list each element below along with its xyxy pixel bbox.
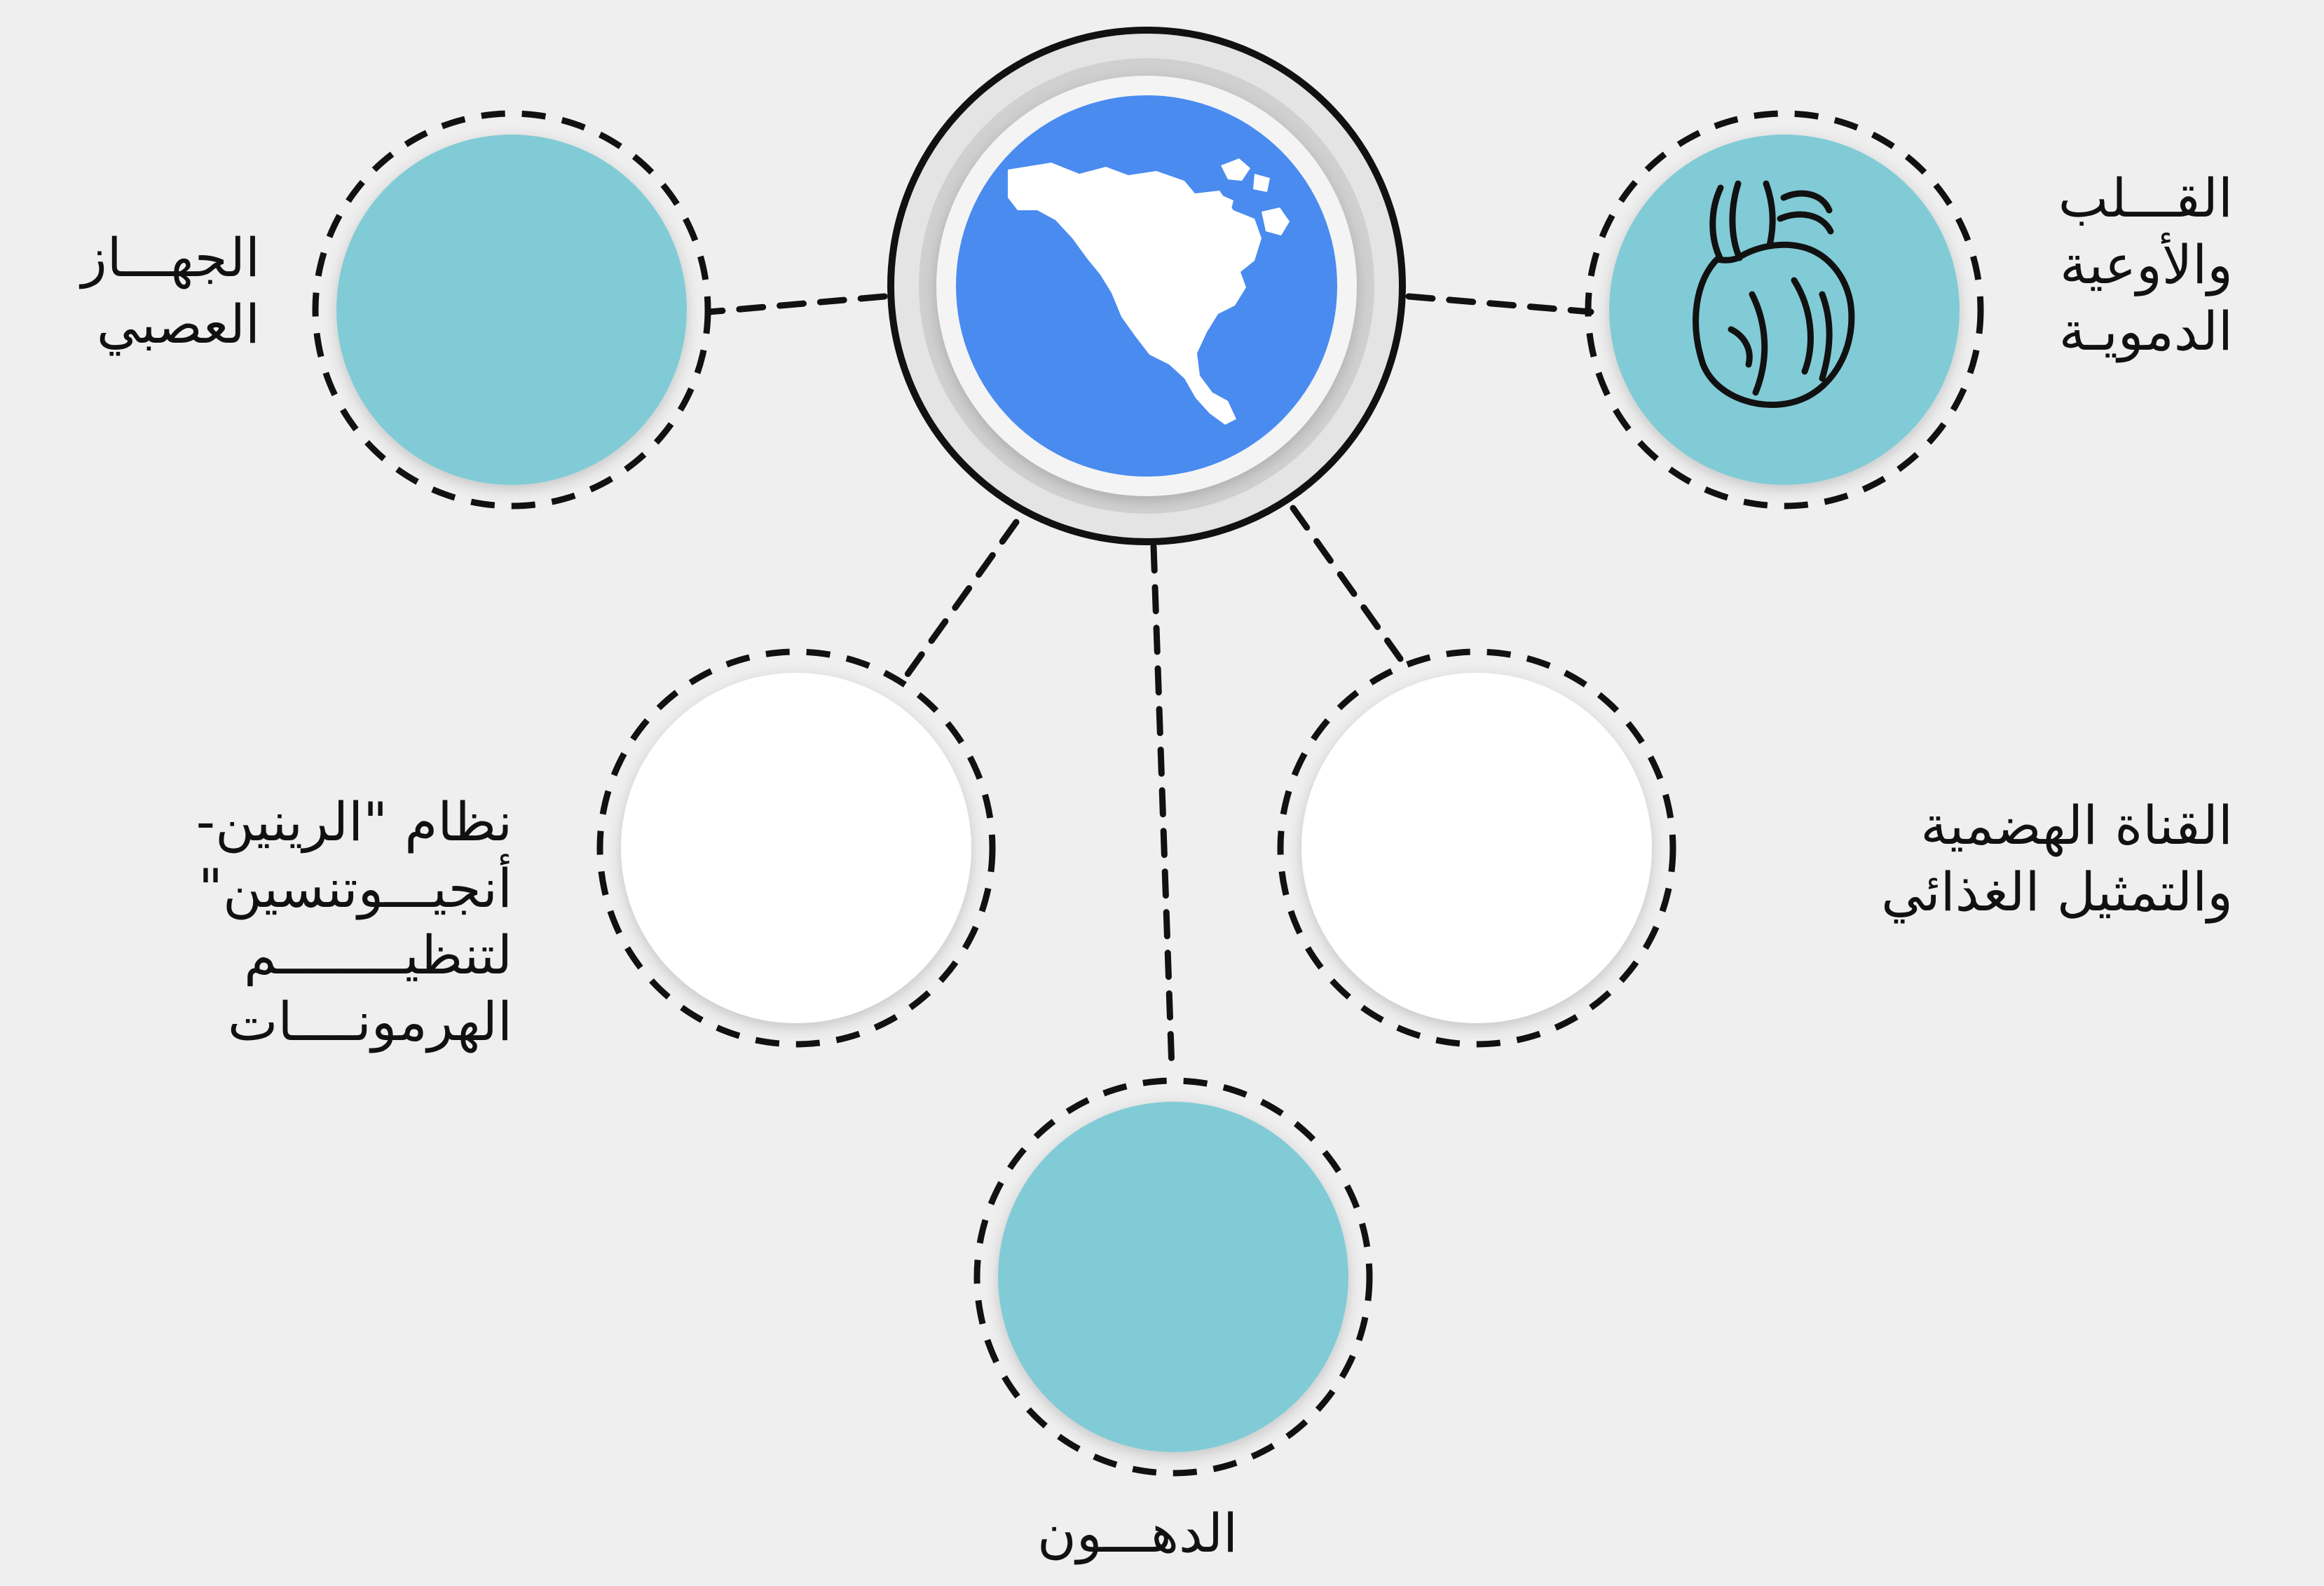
- label-raas: نظام "الرينين- أنجيـــوتنسين" لتنظيـــــ…: [196, 788, 512, 1055]
- label-line: الدهـــون: [1037, 1502, 1238, 1564]
- connector-digestive: [1290, 505, 1404, 662]
- node-heart: [1585, 110, 1984, 510]
- node-raas: [596, 648, 996, 1048]
- label-line: نظام "الرينين-: [196, 791, 512, 853]
- north-america-map-icon: [1008, 158, 1290, 425]
- node-lipids: [973, 1077, 1373, 1477]
- label-line: الهرمونــــات: [227, 990, 512, 1053]
- connector-nervous: [706, 293, 888, 315]
- label-digestive: القناة الهضمية والتمثيل الغذائي: [1881, 792, 2233, 925]
- connector-raas: [904, 519, 1020, 678]
- label-line: أنجيـــوتنسين": [198, 857, 512, 920]
- connector-lipids: [1150, 543, 1175, 1072]
- center-node: [887, 27, 1406, 545]
- node-nervous: [312, 110, 711, 510]
- label-line: القـــلب: [2058, 167, 2233, 229]
- label-line: العصبي: [96, 293, 260, 355]
- connectors: [706, 293, 1594, 1072]
- label-lipids: الدهـــون: [1037, 1500, 1238, 1566]
- node-digestive: [1277, 648, 1676, 1048]
- heart-anatomy-icon: [1693, 180, 1855, 409]
- label-heart-vessels: القـــلب والأوعية الدمويـة: [2058, 165, 2233, 364]
- connector-heart: [1405, 293, 1594, 315]
- label-line: الجهـــاز: [81, 226, 260, 289]
- label-line: الدمويـة: [2058, 300, 2233, 362]
- label-line: والأوعية: [2060, 233, 2233, 296]
- label-line: القناة الهضمية: [1920, 794, 2233, 856]
- label-line: والتمثيل الغذائي: [1881, 861, 2233, 923]
- label-nervous-system: الجهـــاز العصبي: [81, 224, 260, 357]
- label-line: لتنظيــــــــم: [243, 924, 512, 986]
